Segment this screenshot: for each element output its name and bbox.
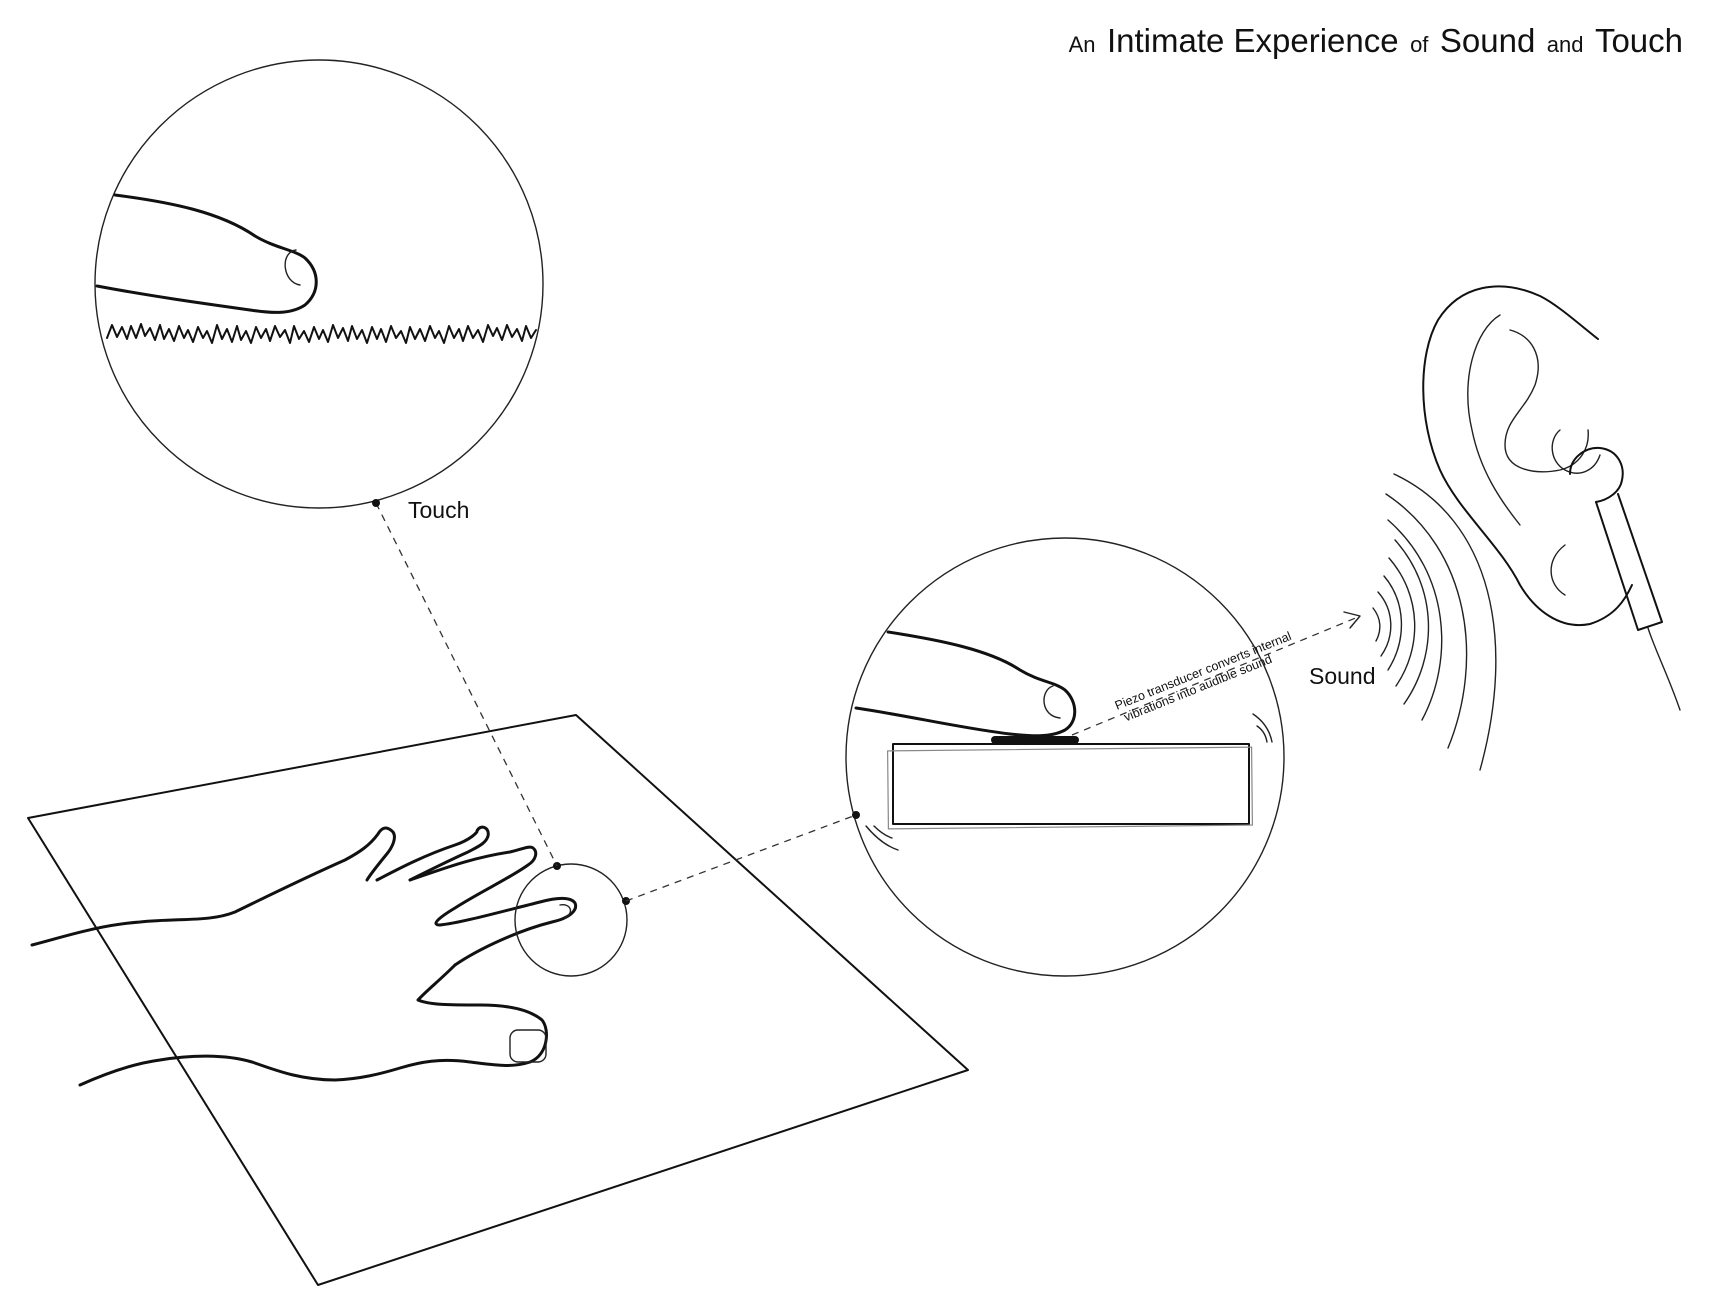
ear-concha	[1551, 429, 1601, 474]
finger-nail-index	[559, 904, 572, 919]
vibration-arc-right-2	[1256, 725, 1268, 743]
ear-illustration	[1422, 285, 1681, 711]
touch-finger-nail	[284, 249, 301, 286]
hand-middle-finger	[375, 825, 490, 882]
piezo-annotation: Piezo transducer converts internal vibra…	[1112, 625, 1303, 725]
rough-surface-texture	[106, 323, 537, 344]
title-word-an: An	[1069, 32, 1096, 57]
vibration-arc-left-1	[865, 825, 899, 851]
sound-connector-dot	[852, 811, 860, 819]
connector-sound-line	[625, 814, 857, 902]
hand-illustration	[30, 825, 578, 1087]
surface-sheet	[27, 714, 969, 1286]
touch-connector-dot	[372, 499, 380, 507]
connector-touch-line	[375, 502, 558, 867]
diagram-title: An Intimate Experience of Sound and Touc…	[1069, 22, 1683, 59]
title-word-intimate-experience: Intimate Experience	[1107, 22, 1399, 59]
hand-outline	[30, 826, 396, 947]
touch-zoom-group: Touch	[94, 59, 544, 523]
resonant-body	[892, 743, 1250, 825]
hand-thumb	[78, 963, 548, 1087]
touch-label: Touch	[408, 497, 469, 523]
sound-arrow-head	[1343, 611, 1361, 629]
vibration-arc-right-1	[1252, 713, 1273, 743]
title-word-and: and	[1547, 32, 1584, 57]
title-word-touch: Touch	[1595, 22, 1683, 59]
ear-outer-contour	[1422, 285, 1633, 627]
ear-antihelix	[1504, 329, 1589, 473]
sound-finger-nail	[1043, 685, 1061, 719]
sound-finger-top	[886, 630, 1077, 738]
ear-tragus	[1550, 544, 1566, 596]
earbud-cable	[1647, 627, 1681, 711]
touch-finger-top	[113, 193, 318, 314]
touch-finger-bottom	[95, 284, 252, 312]
sound-zoom-group: Piezo transducer converts internal vibra…	[845, 537, 1376, 977]
thumb-nail	[509, 1029, 547, 1063]
vibration-arc-left-2	[873, 825, 893, 839]
sound-zoom-circle	[845, 537, 1285, 977]
sound-waves	[1372, 473, 1497, 771]
title-word-of: of	[1410, 32, 1429, 57]
sound-finger-bottom	[854, 706, 1012, 736]
title-word-sound: Sound	[1440, 22, 1535, 59]
earbud-bulb	[1569, 446, 1624, 503]
touch-zoom-circle	[94, 59, 544, 509]
sound-label: Sound	[1309, 663, 1376, 689]
hand-ring-finger	[408, 845, 578, 967]
resonant-body-vibration-outline	[886, 746, 1254, 830]
earbud-stem	[1595, 493, 1663, 631]
small-zoom-circle	[514, 863, 628, 977]
ear-helix-inner	[1467, 314, 1521, 526]
